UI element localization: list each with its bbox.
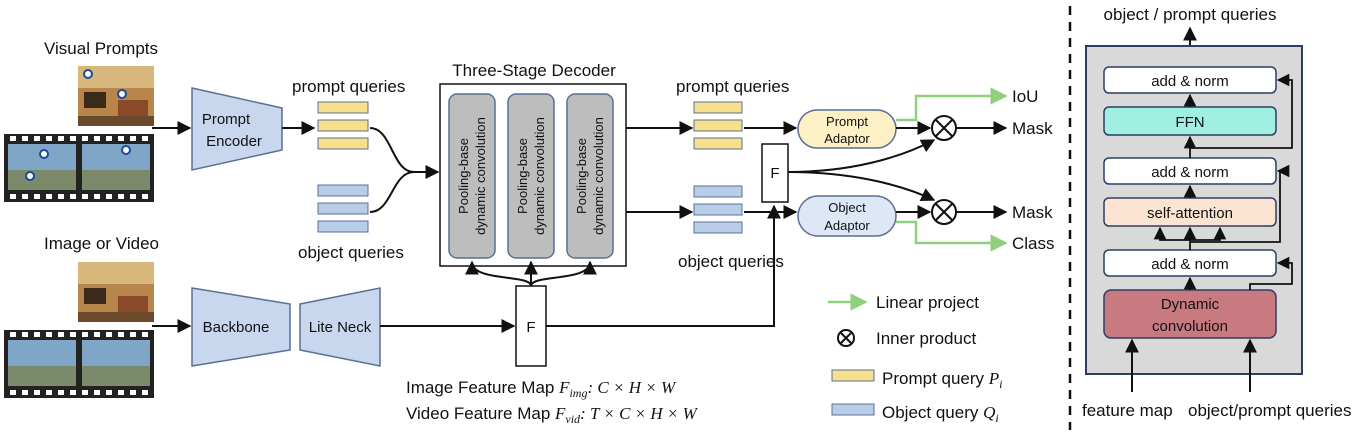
dyn-conv-line2: convolution: [1152, 318, 1228, 335]
video-feature-dims: : T × C × H × W: [580, 404, 699, 423]
add-norm-3: [1103, 66, 1277, 94]
prompt-query-stack-left: [317, 101, 369, 150]
object-adaptor: [797, 195, 897, 237]
visual-prompt-video: [4, 134, 154, 202]
stage-2-line2: dynamic convolution: [532, 117, 547, 235]
prompt-encoder-line1: Prompt: [202, 111, 251, 128]
arrow-attn-query: [1153, 226, 1190, 241]
object-queries-label-left: object queries: [298, 243, 404, 262]
arrow-f-to-adaptor-feature: [546, 204, 781, 327]
stage-3-line2: dynamic convolution: [591, 117, 606, 235]
stage-1-line1: Pooling-base: [456, 138, 471, 214]
prompt-adaptor-line2: Adaptor: [824, 131, 870, 146]
prompt-query-stack-right: [693, 101, 743, 150]
add-norm-2-label: add & norm: [1151, 164, 1229, 181]
input-video: [4, 330, 154, 398]
inner-product-bottom: [931, 199, 957, 225]
self-attention-label: self-attention: [1147, 205, 1233, 222]
adaptor-feature-box: [761, 143, 789, 203]
image-or-video-label: Image or Video: [44, 234, 159, 253]
prompt-queries-label-right: prompt queries: [676, 77, 789, 96]
lite-neck: [299, 287, 381, 367]
arrow-f-to-stage-1: [465, 260, 532, 287]
legend-prompt-query-var: P: [988, 369, 999, 388]
output-mask-bottom: Mask: [1012, 203, 1053, 222]
arrow-feature-to-bottom-product: [787, 171, 936, 201]
legend-prompt-query-icon: [831, 369, 875, 382]
decoder-stage-3: Pooling-base dynamic convolution: [566, 93, 614, 259]
detail-top-label: object / prompt queries: [1104, 5, 1277, 24]
output-class: Class: [1012, 234, 1055, 253]
decoder-stage-1: Pooling-base dynamic convolution: [448, 93, 496, 259]
prompt-encoder: [191, 87, 283, 171]
visual-prompts-label: Visual Prompts: [44, 39, 158, 58]
svg-text:Image Feature Map Fimg: C × H: Image Feature Map Fimg: C × H × W: [406, 378, 677, 400]
arrow-feature-to-top-product: [787, 139, 936, 173]
decoder-title: Three-Stage Decoder: [452, 61, 616, 80]
residual-1: [1249, 256, 1293, 290]
video-feature-prefix: Video Feature Map: [406, 404, 555, 423]
detail-feature-map-label: feature map: [1082, 401, 1173, 420]
prompt-adaptor-line1: Prompt: [826, 114, 868, 129]
backbone: [191, 287, 291, 367]
linear-project-class: [896, 220, 1008, 252]
merge-curve-object: [369, 171, 415, 213]
image-feature-dims: : C × H × W: [587, 378, 676, 397]
feature-map-label: F: [526, 319, 535, 336]
lite-neck-label: Lite Neck: [309, 319, 372, 336]
object-adaptor-line2: Adaptor: [824, 218, 870, 233]
legend-prompt-query-prefix: Prompt query: [882, 369, 989, 388]
stage-1-line2: dynamic convolution: [473, 117, 488, 235]
stage-3-line1: Pooling-base: [574, 138, 589, 214]
legend-prompt-query-sub: i: [999, 377, 1002, 391]
legend-object-query-prefix: Object query: [882, 403, 983, 422]
output-iou: IoU: [1012, 87, 1038, 106]
legend-object-query: Object query Qi: [882, 403, 999, 425]
prompt-queries-label-left: prompt queries: [292, 77, 405, 96]
legend-linear-project: Linear project: [876, 293, 979, 312]
object-query-stack-right: [693, 185, 743, 234]
residual-3: [1190, 73, 1293, 149]
legend-inner-product: Inner product: [876, 329, 976, 348]
image-feature-prefix: Image Feature Map: [406, 378, 559, 397]
add-norm-1-label: add & norm: [1151, 256, 1229, 273]
detail-queries-label: object/prompt queries: [1188, 401, 1351, 420]
legend-object-query-icon: [831, 403, 875, 416]
residual-2: [1190, 164, 1290, 243]
stage-2-line1: Pooling-base: [515, 138, 530, 214]
feature-map-box: [515, 285, 547, 367]
video-feature-sub: vid: [565, 412, 581, 426]
video-feature-map-formula: Video Feature Map Fvid: T × C × H × W: [406, 404, 699, 426]
dyn-conv-line1: Dynamic: [1161, 296, 1220, 313]
adaptor-feature-label: F: [770, 165, 779, 182]
arrow-attn-key: [1190, 226, 1227, 241]
legend: Linear project Inner product Prompt quer…: [828, 293, 1003, 425]
legend-inner-product-icon: [837, 329, 855, 347]
object-query-stack-left: [317, 184, 369, 233]
inner-product-top: [931, 115, 957, 141]
arrow-f-to-stage-3: [530, 260, 597, 287]
backbone-label: Backbone: [203, 319, 270, 336]
ffn-label: FFN: [1175, 114, 1204, 131]
svg-text:Video Feature Map Fvid: T × C: Video Feature Map Fvid: T × C × H × W: [406, 404, 699, 426]
decoder-stage-2: Pooling-base dynamic convolution: [507, 93, 555, 259]
object-queries-label-right: object queries: [678, 252, 784, 271]
legend-object-query-sub: i: [995, 411, 998, 425]
add-norm-3-label: add & norm: [1151, 73, 1229, 90]
legend-object-query-var: Q: [983, 403, 995, 422]
visual-prompt-image: [78, 66, 154, 126]
legend-prompt-query: Prompt query Pi: [882, 369, 1003, 391]
object-adaptor-line1: Object: [828, 200, 866, 215]
image-feature-map-formula: Image Feature Map Fimg: C × H × W: [406, 378, 677, 400]
linear-project-iou: [896, 87, 1008, 122]
image-feature-var: F: [558, 378, 570, 397]
output-mask-top: Mask: [1012, 119, 1053, 138]
prompt-encoder-line2: Encoder: [206, 133, 262, 150]
image-feature-sub: img: [569, 386, 587, 400]
merge-curve-prompt: [369, 127, 415, 173]
input-image: [78, 262, 154, 322]
video-feature-var: F: [554, 404, 566, 423]
